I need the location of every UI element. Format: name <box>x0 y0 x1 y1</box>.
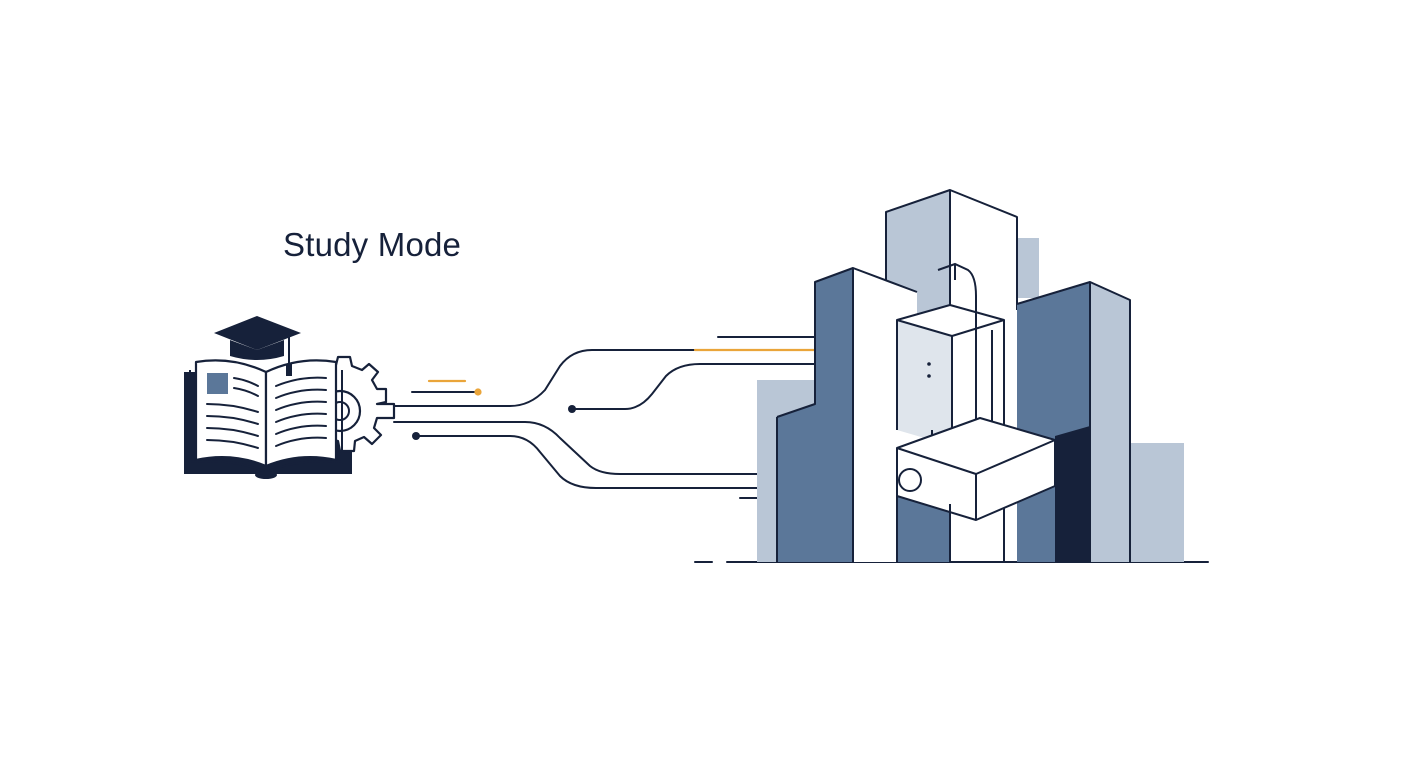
building-cube-top <box>896 262 1005 454</box>
city-buildings-icon <box>757 189 1184 562</box>
diagram-title: Study Mode <box>283 226 462 263</box>
building-cube-base <box>896 417 1056 562</box>
study-icon <box>184 316 396 479</box>
building-back-right <box>1128 443 1184 562</box>
building-right <box>1016 281 1131 562</box>
book-pages-icon <box>189 359 343 479</box>
graduation-cap-icon <box>214 316 301 376</box>
